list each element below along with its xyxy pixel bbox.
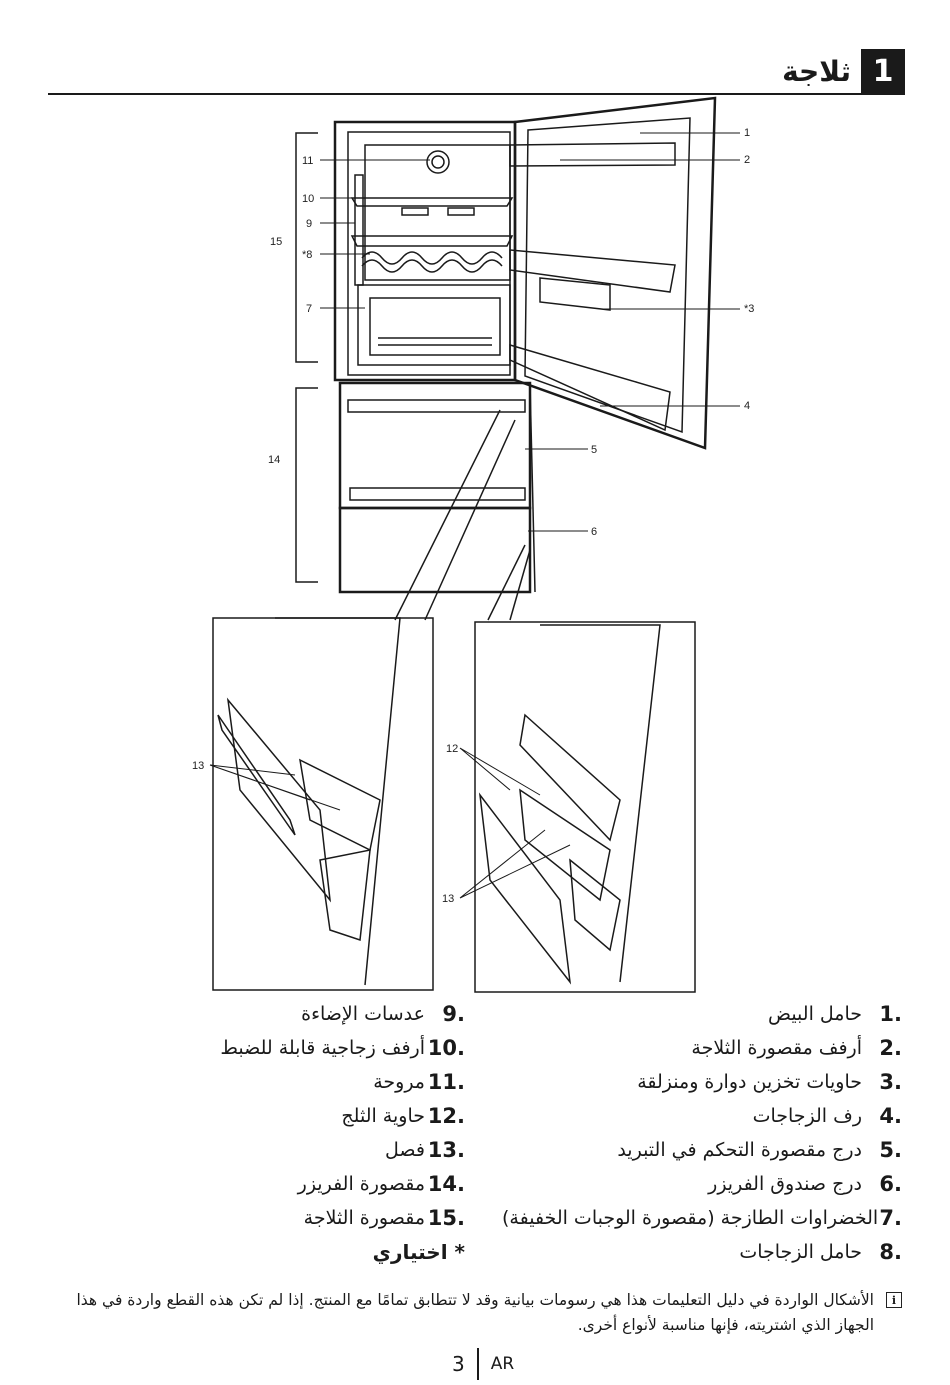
bracket-fridge [295,132,318,363]
label-15: 15 [270,236,282,248]
label-12: 12 [446,743,458,755]
label-13-left: 13 [192,760,204,772]
label-13-right: 13 [442,893,454,905]
fridge-diagram: 1 2 *3 4 5 6 7 *8 9 10 11 12 13 13 14 15 [192,96,754,993]
language-code: AR [490,1354,515,1374]
optional-note: * اختياري [372,1240,465,1264]
disclaimer-text: الأشكال الواردة في دليل التعليمات هذا هي… [76,1291,874,1334]
label-11: 11 [302,155,313,167]
page-footer: 3 AR [452,1348,514,1380]
fan-shape [426,150,450,174]
chapter-number: 1 [861,49,905,93]
label-8: *8 [302,249,312,261]
header-rule [48,93,905,95]
label-14: 14 [268,454,280,466]
label-2: 2 [744,154,750,166]
label-10: 10 [302,193,314,205]
label-4: 4 [744,400,750,412]
bracket-freezer [295,387,318,583]
page-number: 3 [452,1352,465,1376]
label-5: 5 [591,444,597,456]
freezer-drawer-lower [338,506,532,594]
inset-right-frame [474,621,696,993]
label-6: 6 [591,526,597,538]
info-icon: i [886,1292,902,1308]
label-1: 1 [744,127,750,139]
fridge-door [513,96,717,450]
label-9: 9 [306,218,312,230]
chapter-title: ثلاجة [782,54,851,88]
label-7: 7 [306,303,312,315]
freezer-drawer-upper [338,381,532,510]
chapter-header: 1 ثلاجة [782,48,905,94]
footer-divider [476,1348,479,1380]
fridge-cabinet [333,120,517,382]
label-3: *3 [744,303,754,315]
disclaimer-note: الأشكال الواردة في دليل التعليمات هذا هي… [75,1288,902,1338]
